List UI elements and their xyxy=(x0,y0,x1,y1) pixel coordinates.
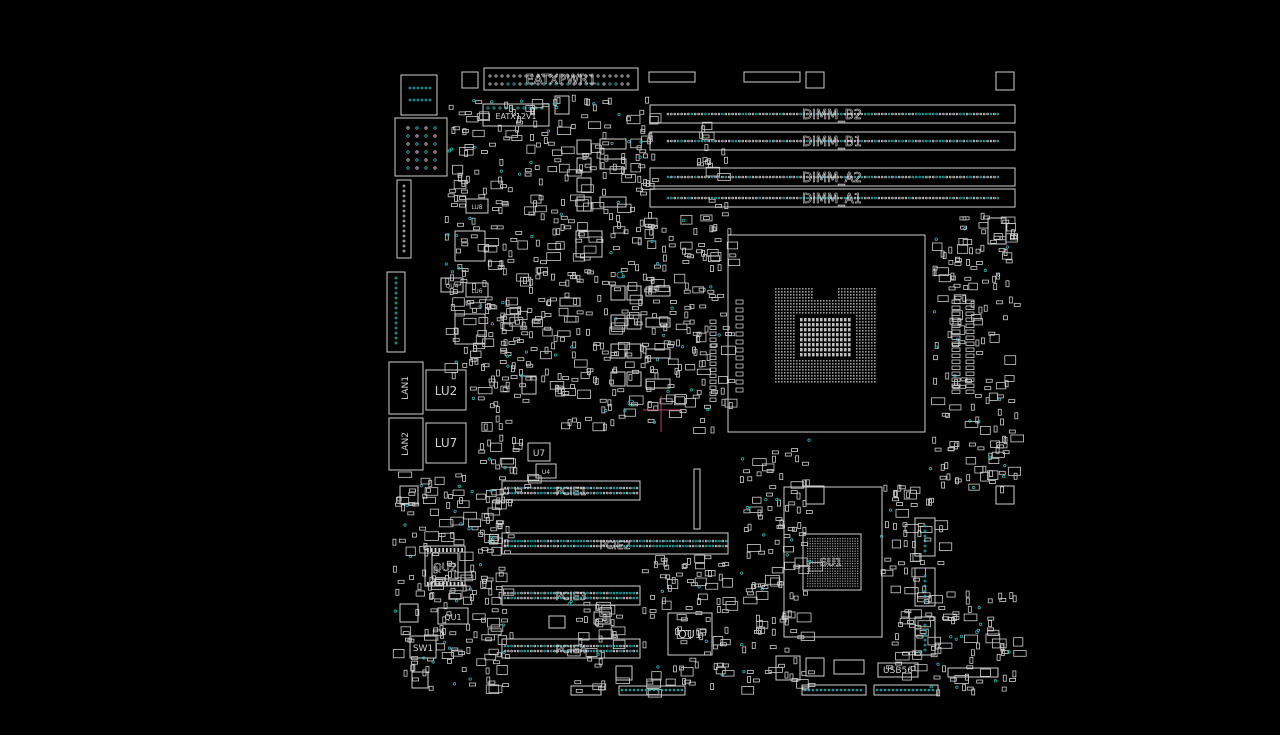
u4-label: U4 xyxy=(542,469,550,476)
small-ic xyxy=(548,615,566,629)
lan2-connector xyxy=(388,417,424,471)
su1-region xyxy=(783,486,883,638)
small-ic xyxy=(743,71,801,83)
small-ic xyxy=(775,655,801,681)
vertical-connector xyxy=(693,468,701,530)
u7-label: U7 xyxy=(533,449,545,459)
rear-io-connector xyxy=(394,117,448,177)
qu1-chip xyxy=(437,607,469,625)
cursor-crosshair xyxy=(643,396,680,432)
mount-pad xyxy=(399,603,419,623)
lu6-chip xyxy=(465,282,489,298)
inductor xyxy=(559,297,581,307)
capacitor xyxy=(610,314,626,330)
lu8-label: LU8 xyxy=(471,204,482,211)
eatxpwr1-connector xyxy=(483,67,639,91)
capacitor xyxy=(610,285,626,301)
ou1-label: OU1 xyxy=(678,628,702,641)
eatx12v1-label: EATX12V1 xyxy=(495,112,536,121)
bottom-header xyxy=(618,685,686,696)
lu6-label: LU6 xyxy=(471,288,482,295)
qu1-label: QU1 xyxy=(444,613,461,622)
lu2-chip xyxy=(425,369,467,411)
lan1-connector xyxy=(388,361,424,415)
qu4-chip xyxy=(440,277,464,293)
mount-pad xyxy=(461,71,479,89)
sw1-label: SW1 xyxy=(413,644,433,654)
vrm-chip xyxy=(454,313,486,345)
mount-pad xyxy=(995,485,1015,505)
u7-chip xyxy=(527,442,551,462)
qu2-label: QU2 xyxy=(433,561,457,574)
pcie2-label: PCIE2 xyxy=(599,539,631,552)
eatxpwr1-label: EATXPWR1 xyxy=(526,73,597,88)
inductor xyxy=(599,196,627,208)
rear-io-connector xyxy=(396,179,412,259)
su1-label: SU1 xyxy=(820,556,842,569)
rear-io-connector xyxy=(386,271,406,353)
mount-pad xyxy=(995,71,1015,91)
capacitor xyxy=(626,371,642,387)
dimm-slot-a2 xyxy=(649,167,1016,187)
small-ic xyxy=(833,659,865,675)
capacitor xyxy=(610,343,626,359)
bottom-header xyxy=(570,685,602,696)
dimm-b1-label: DIMM_B1 xyxy=(802,135,862,150)
qu2-chip xyxy=(424,545,466,587)
lu7-label: LU7 xyxy=(435,436,458,450)
qu4-label: QU4 xyxy=(446,283,459,290)
dimm-b2-label: DIMM_B2 xyxy=(802,108,862,123)
side-connector xyxy=(914,517,936,557)
dimm-a1-label: DIMM_A1 xyxy=(802,192,862,207)
pcie1-label: PCIE1 xyxy=(555,485,587,498)
pcie-slot-4 xyxy=(501,638,641,659)
ou1-chip xyxy=(667,612,713,656)
u4-chip xyxy=(535,463,557,479)
dimm-a2-label: DIMM_A2 xyxy=(802,171,862,186)
pcie-slot-1 xyxy=(501,480,641,501)
lan1-label: LAN1 xyxy=(401,376,411,400)
component-detail xyxy=(392,74,1027,698)
lu2-label: LU2 xyxy=(435,384,458,398)
mount-pad xyxy=(805,657,825,677)
lu8-chip xyxy=(465,198,489,214)
usb56-header xyxy=(877,662,919,678)
lu7-chip xyxy=(425,422,467,464)
small-ic xyxy=(521,375,537,395)
capacitor xyxy=(576,139,592,155)
mount-pad xyxy=(411,671,429,689)
mount-pad xyxy=(805,485,825,505)
inductor xyxy=(645,317,671,328)
mount-pad xyxy=(805,71,825,89)
dimm-slot-a1 xyxy=(649,188,1016,208)
bottom-header xyxy=(801,684,867,696)
capacitor xyxy=(626,285,642,301)
inductor xyxy=(987,217,1007,245)
small-ic xyxy=(615,665,633,681)
usb56-label: USB56 xyxy=(883,666,913,676)
rear-io-connector xyxy=(400,74,438,116)
pcie4-label: PCIE4 xyxy=(555,643,587,656)
su1-chip xyxy=(802,533,862,591)
inductor xyxy=(645,348,671,359)
pcie3-label: PCIE3 xyxy=(555,590,587,603)
capacitor xyxy=(610,371,626,387)
small-ic xyxy=(648,71,696,83)
lan2-label: LAN2 xyxy=(401,432,411,456)
